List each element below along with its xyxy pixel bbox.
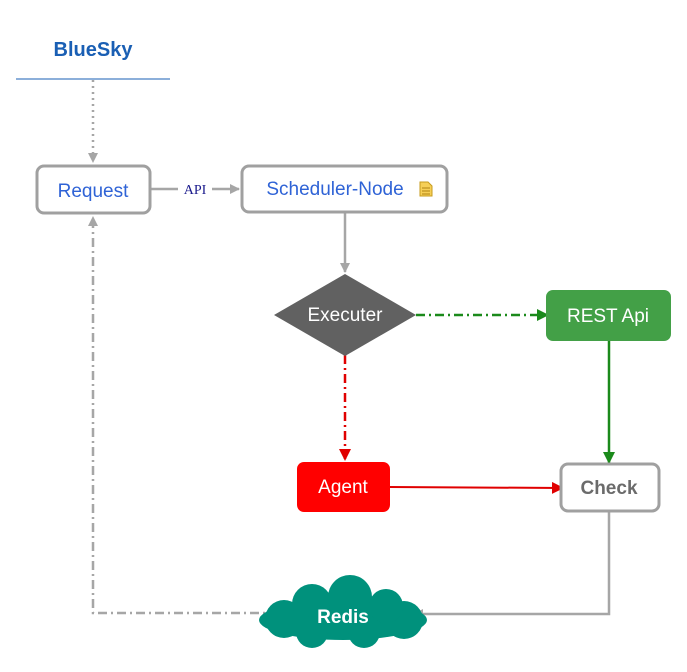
node-check[interactable]: Check (559, 462, 661, 513)
node-scheduler-label: Scheduler-Node (266, 179, 403, 200)
node-rest-api[interactable]: REST Api (546, 290, 671, 341)
node-agent[interactable]: Agent (297, 462, 390, 512)
node-request-label: Request (58, 181, 129, 202)
diagram-title: BlueSky (54, 39, 134, 61)
node-executer-label: Executer (308, 305, 384, 326)
edge-label-api: API (184, 183, 207, 198)
node-redis-label: Redis (317, 607, 369, 628)
edge-redis-to-request (88, 216, 278, 615)
node-redis[interactable]: Redis (259, 575, 427, 648)
edge-check-to-redis (413, 512, 611, 619)
node-check-label: Check (580, 478, 637, 499)
edge-agent-to-check (388, 481, 564, 494)
document-icon (419, 181, 433, 197)
node-scheduler[interactable]: Scheduler-Node (240, 164, 449, 214)
node-agent-label: Agent (318, 477, 368, 498)
node-executer[interactable]: Executer (274, 274, 416, 356)
node-request[interactable]: Request (35, 164, 152, 215)
cloud-icon (259, 575, 427, 648)
node-rest-api-label: REST Api (567, 306, 649, 327)
